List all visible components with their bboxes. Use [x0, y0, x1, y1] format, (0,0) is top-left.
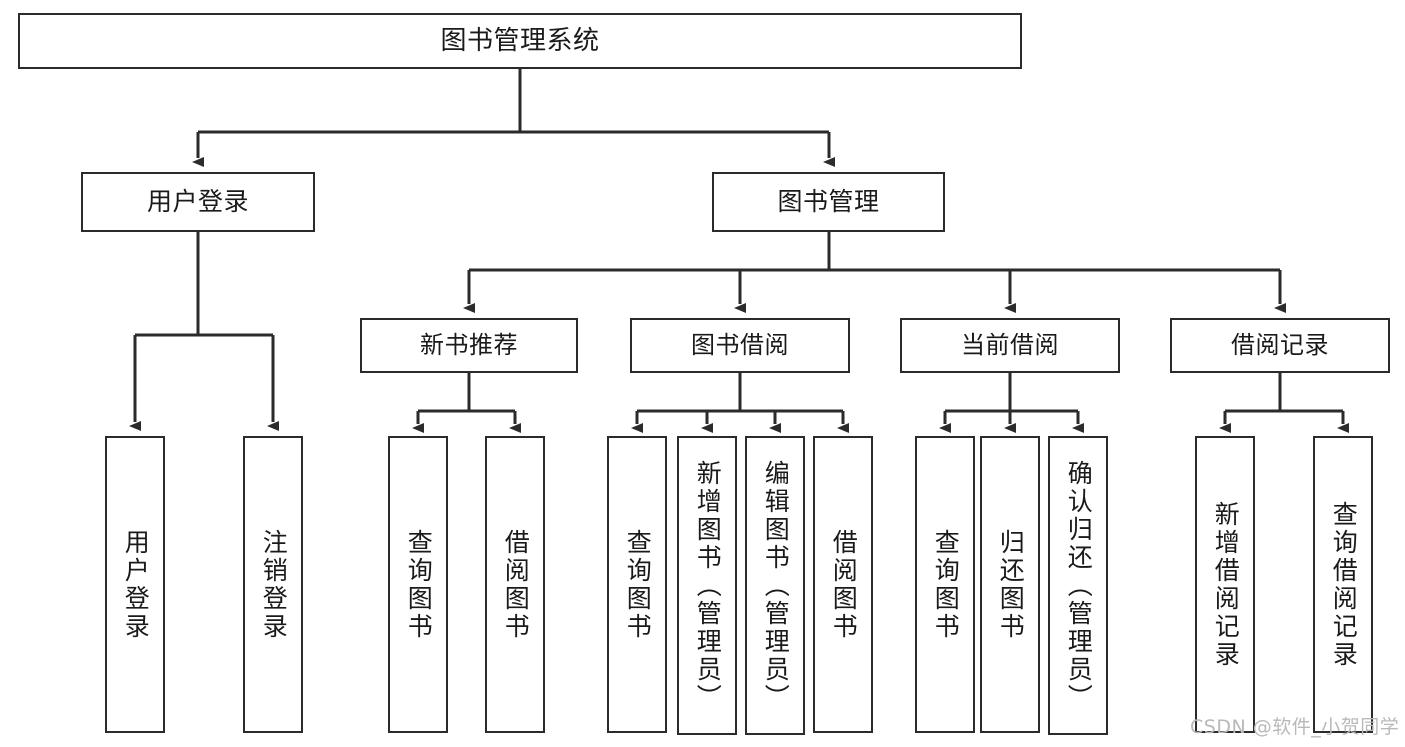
node-leaf-query-record-label: 查询借阅记录 — [1329, 500, 1359, 669]
node-root[interactable]: 图书管理系统 — [18, 13, 1022, 69]
node-leaf-edit-book-label: 编辑图书（管理员） — [761, 459, 791, 712]
node-new-book-rec[interactable]: 新书推荐 — [360, 318, 578, 373]
node-book-manage-label: 图书管理 — [777, 187, 880, 217]
node-leaf-user-login[interactable]: 用户登录 — [105, 436, 165, 733]
node-leaf-borrow-book-bb[interactable]: 借阅图书 — [813, 436, 873, 733]
csdn-watermark: CSDN @软件_小贺同学 — [1190, 716, 1400, 738]
node-leaf-add-record-label: 新增借阅记录 — [1211, 500, 1241, 669]
node-current-borrow-label: 当前借阅 — [961, 331, 1059, 360]
node-leaf-user-logout[interactable]: 注销登录 — [243, 436, 303, 733]
node-book-manage[interactable]: 图书管理 — [712, 172, 945, 232]
node-user-login[interactable]: 用户登录 — [81, 172, 315, 232]
node-user-login-label: 用户登录 — [146, 187, 249, 217]
node-current-borrow[interactable]: 当前借阅 — [900, 318, 1120, 373]
node-new-book-rec-label: 新书推荐 — [420, 331, 518, 360]
node-root-label: 图书管理系统 — [440, 25, 600, 56]
node-leaf-add-record[interactable]: 新增借阅记录 — [1195, 436, 1255, 733]
node-leaf-confirm-return[interactable]: 确认归还（管理员） — [1048, 436, 1108, 735]
node-leaf-return-book[interactable]: 归还图书 — [980, 436, 1040, 733]
node-leaf-query-book-bb-label: 查询图书 — [623, 528, 653, 641]
node-leaf-borrow-book-bb-label: 借阅图书 — [829, 528, 859, 641]
node-leaf-return-book-label: 归还图书 — [996, 528, 1026, 641]
node-leaf-user-logout-label: 注销登录 — [259, 528, 289, 641]
node-leaf-edit-book[interactable]: 编辑图书（管理员） — [745, 436, 805, 735]
node-leaf-add-book-label: 新增图书（管理员） — [693, 459, 723, 712]
node-leaf-borrow-book-rec[interactable]: 借阅图书 — [485, 436, 545, 733]
node-borrow-record-label: 借阅记录 — [1231, 331, 1329, 360]
node-borrow-record[interactable]: 借阅记录 — [1170, 318, 1390, 373]
node-leaf-query-book-cb[interactable]: 查询图书 — [915, 436, 975, 733]
node-leaf-add-book[interactable]: 新增图书（管理员） — [677, 436, 737, 735]
node-leaf-confirm-return-label: 确认归还（管理员） — [1064, 459, 1094, 712]
node-book-borrow-label: 图书借阅 — [691, 331, 789, 360]
node-leaf-query-book-rec-label: 查询图书 — [404, 528, 434, 641]
node-leaf-user-login-label: 用户登录 — [121, 528, 151, 641]
node-leaf-query-book-rec[interactable]: 查询图书 — [388, 436, 448, 733]
node-leaf-query-book-cb-label: 查询图书 — [931, 528, 961, 641]
node-leaf-borrow-book-rec-label: 借阅图书 — [501, 528, 531, 641]
node-leaf-query-book-bb[interactable]: 查询图书 — [607, 436, 667, 733]
node-book-borrow[interactable]: 图书借阅 — [630, 318, 850, 373]
node-leaf-query-record[interactable]: 查询借阅记录 — [1313, 436, 1373, 733]
